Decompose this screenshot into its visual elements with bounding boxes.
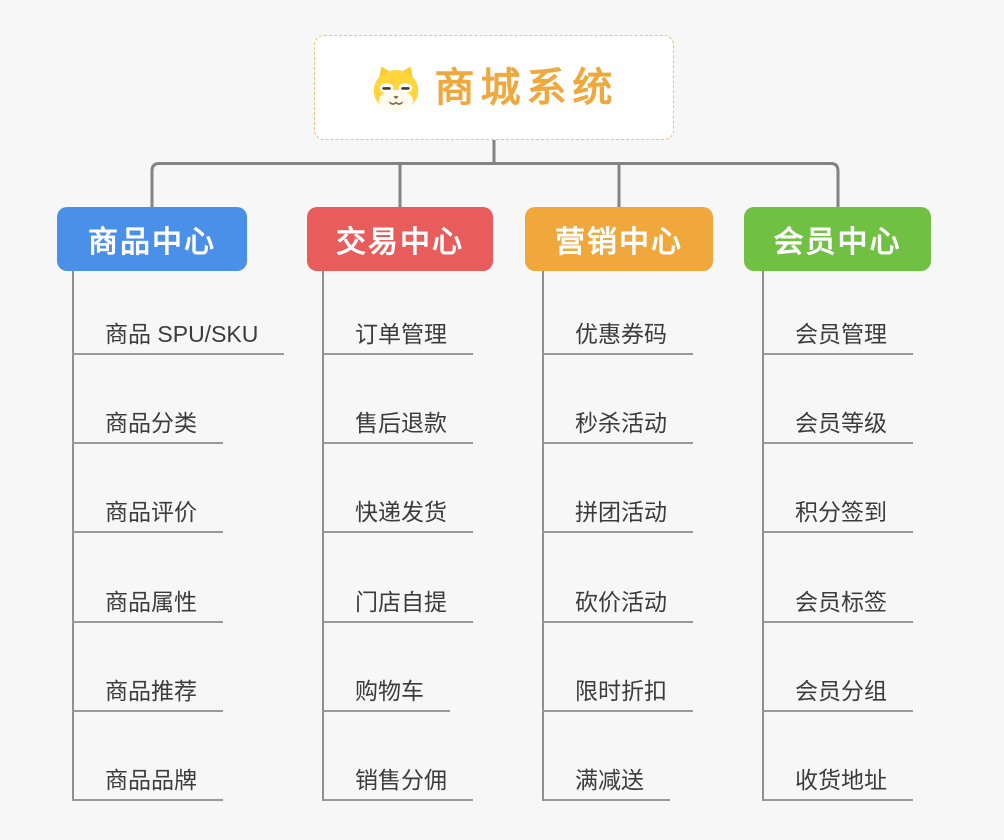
leaf-node-product-brand[interactable]: 商品品牌 (72, 765, 223, 801)
dog-face-icon (373, 66, 418, 112)
leaf-node-full-reduction[interactable]: 满减送 (542, 765, 670, 801)
leaf-node-shopping-cart[interactable]: 购物车 (322, 676, 450, 712)
root-branch-connectors (150, 140, 840, 207)
leaf-node-points-checkin[interactable]: 积分签到 (762, 497, 913, 533)
root-title: 商城系统 (434, 65, 619, 110)
leaf-node-flash-sale[interactable]: 秒杀活动 (542, 408, 693, 444)
leaf-node-product-review[interactable]: 商品评价 (72, 497, 223, 533)
branch-node-product-center[interactable]: 商品中心 (57, 207, 247, 271)
leaf-node-store-pickup[interactable]: 门店自提 (322, 587, 473, 623)
trunk-line-member-center (762, 271, 764, 801)
leaf-node-sales-commission[interactable]: 销售分佣 (322, 765, 473, 801)
leaf-node-member-management[interactable]: 会员管理 (762, 319, 913, 355)
leaf-node-member-tag[interactable]: 会员标签 (762, 587, 913, 623)
leaf-node-aftersale-refund[interactable]: 售后退款 (322, 408, 473, 444)
leaf-node-member-group[interactable]: 会员分组 (762, 676, 913, 712)
leaf-node-express-delivery[interactable]: 快递发货 (322, 497, 473, 533)
trunk-line-marketing-center (542, 271, 544, 801)
leaf-node-limited-time-discount[interactable]: 限时折扣 (542, 676, 693, 712)
leaf-node-member-level[interactable]: 会员等级 (762, 408, 913, 444)
trunk-line-trade-center (322, 271, 324, 801)
leaf-node-order-management[interactable]: 订单管理 (322, 319, 473, 355)
leaf-node-coupon-code[interactable]: 优惠券码 (542, 319, 693, 355)
root-node[interactable]: 商城系统 (314, 35, 674, 140)
leaf-node-group-buy[interactable]: 拼团活动 (542, 497, 693, 533)
branch-node-member-center[interactable]: 会员中心 (744, 207, 931, 271)
branch-node-trade-center[interactable]: 交易中心 (307, 207, 493, 271)
branch-node-marketing-center[interactable]: 营销中心 (525, 207, 713, 271)
leaf-node-product-recommend[interactable]: 商品推荐 (72, 676, 223, 712)
leaf-node-product-category[interactable]: 商品分类 (72, 408, 223, 444)
leaf-node-shipping-address[interactable]: 收货地址 (762, 765, 913, 801)
leaf-node-product-attribute[interactable]: 商品属性 (72, 587, 223, 623)
trunk-line-product-center (72, 271, 74, 801)
leaf-node-product-spu-sku[interactable]: 商品 SPU/SKU (72, 319, 285, 355)
leaf-node-bargain-activity[interactable]: 砍价活动 (542, 587, 693, 623)
